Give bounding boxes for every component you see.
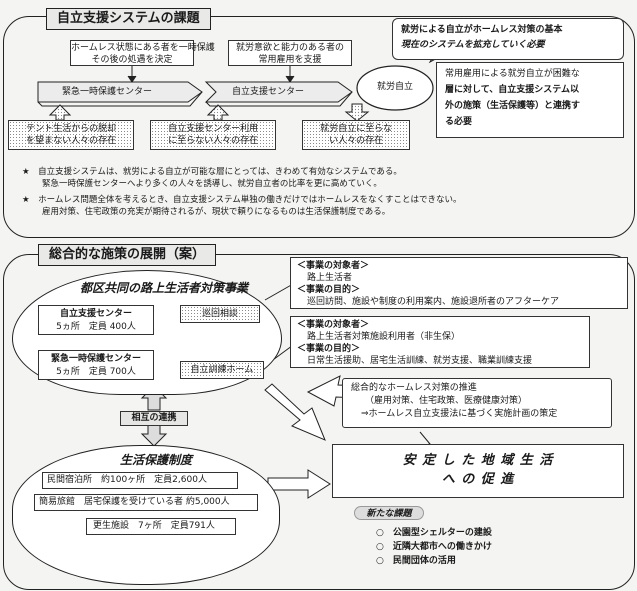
- note-top-2-line1: 就労意欲と能力のある者の: [235, 43, 344, 53]
- up-box-1-line2: を望まない人々の存在: [25, 136, 116, 146]
- bullet-2-line2: 雇用対策、住宅政策の充実が期待されるが、現状で頼りになるものは生活保護制度である…: [42, 207, 391, 217]
- welfare-group: [12, 445, 280, 585]
- section1-panel: [3, 16, 635, 238]
- chain-arrow-2-depth: [205, 91, 353, 107]
- mutual-down-arrow: [140, 423, 168, 447]
- arrow-street-to-stable: [264, 383, 326, 441]
- bullet-1-line1: ★ 自立支援システムは、就労による自立が可能な層にとっては、きわめて有効なシステ…: [22, 167, 402, 177]
- note-top-1-line2: その後の処遇を決定: [91, 55, 173, 65]
- stable-life-line2: へ の 促 進: [441, 472, 515, 487]
- center-1-name: 自立支援センター: [59, 309, 132, 319]
- welfare-item-1: 民間宿泊所 約100ヶ所 定員2,600人: [42, 472, 238, 489]
- chain-label-support: 自立支援センター: [232, 87, 305, 97]
- chain-arrow-1-depth: [37, 91, 203, 107]
- center-2-box: 緊急一時保護センター 5ヵ所 定員 700人: [38, 350, 154, 380]
- new-issues-list: ○ 公園型シェルターの建設 ○ 近隣大都市への働きかけ ○ 民間団体の活用: [376, 526, 492, 568]
- chain-label-emergency: 緊急一時保護センター: [62, 87, 153, 97]
- comprehensive-box: 総合的なホームレス対策の推進 （雇用対策、住宅政策、医療健康対策） ⇒ホームレス…: [342, 378, 612, 428]
- new-issue-item: ○ 公園型シェルターの建設: [376, 528, 492, 538]
- note-top-1-line1: ホームレス状態にある者を一時保護: [71, 43, 215, 53]
- center-1-box: 自立支援センター 5ヵ所 定員 400人: [38, 305, 154, 335]
- street-program-title: 都区共同の路上生活者対策事業: [80, 281, 249, 295]
- welfare-item-2: 簡易旅館 居宅保護を受けている者 約5,000人: [34, 494, 258, 511]
- callout-1-line1: 就労による自立がホームレス対策の基本: [401, 25, 563, 35]
- up-box-1: テント生活からの脱却 を望まない人々の存在: [8, 120, 134, 150]
- target-2-v2: 日常生活援助、居宅生活訓練、就労支援、職業訓練支援: [307, 356, 533, 366]
- target-2-v1: 路上生活者対策施設利用者（非生保）: [307, 332, 461, 342]
- down-box-1-line1: 就労自立に至らな: [319, 124, 392, 134]
- note-top-1: ホームレス状態にある者を一時保護 その後の処遇を決定: [70, 40, 215, 66]
- bullet-1-line2: 緊急一時保護センターへより多くの人々を誘導し、就労自立者の比率を更に高めていく。: [42, 179, 382, 189]
- new-issues-title: 新たな課題: [354, 506, 424, 520]
- target-1-h1: ＜事業の対象者＞: [297, 261, 370, 271]
- new-issue-item: ○ 近隣大都市への働きかけ: [376, 542, 492, 552]
- callout-2-line2: 層に対して、自立支援システム以: [445, 85, 580, 95]
- bullet-2-line1: ★ ホームレス問題全体を考えるとき、自立支援システム単独の働きだけではホームレス…: [22, 195, 462, 205]
- section2-panel: [3, 254, 635, 590]
- callout-2: 常用雇用による就労自立が困難な 層に対して、自立支援システム以 外の施策（生活保…: [436, 62, 624, 138]
- target-1-h2: ＜事業の目的＞: [297, 285, 361, 295]
- down-box-1: 就労自立に至らな い人々の存在: [302, 120, 410, 150]
- target-2-h2: ＜事業の目的＞: [297, 344, 361, 354]
- comprehensive-line2: （雇用対策、住宅政策、医療健康対策）: [365, 396, 528, 406]
- center-2-info: 5ヵ所 定員 700人: [56, 367, 136, 377]
- bullet-1: ★ 自立支援システムは、就労による自立が可能な層にとっては、きわめて有効なシステ…: [22, 166, 402, 190]
- welfare-title: 生活保護制度: [120, 453, 193, 467]
- up-box-1-line1: テント生活からの脱却: [25, 124, 116, 134]
- up-box-2-line1: 自立支援センター利用: [167, 124, 258, 134]
- callout-2-line4: る必要: [445, 117, 473, 127]
- center-1-info: 5ヵ所 定員 400人: [56, 322, 136, 332]
- down-arrow-1: [344, 103, 370, 122]
- comprehensive-line3: ⇒ホームレス自立支援法に基づく実施計画の策定: [361, 409, 558, 419]
- up-box-2: 自立支援センター利用 に至らない人々の存在: [150, 120, 276, 150]
- training-home-box: 自立訓練ホーム: [180, 361, 264, 379]
- mutual-cooperation-label: 相互の連携: [120, 411, 188, 426]
- chain-arrow-2-shape: [204, 81, 353, 103]
- target-2-box: ＜事業の対象者＞ 路上生活者対策施設利用者（非生保） ＜事業の目的＞ 日常生活援…: [290, 316, 590, 368]
- goal-label: 就労自立: [376, 82, 413, 92]
- down-box-1-line2: い人々の存在: [328, 136, 383, 146]
- comprehensive-line1: 総合的なホームレス対策の推進: [351, 383, 477, 393]
- outreach-box: 巡回相談: [180, 305, 260, 323]
- bullet-2: ★ ホームレス問題全体を考えるとき、自立支援システム単独の働きだけではホームレス…: [22, 194, 462, 218]
- target-1-v2: 巡回訪問、施設や制度の利用案内、施設退所者のアフターケア: [307, 297, 560, 307]
- note-top-2-line2: 常用雇用を支援: [258, 55, 322, 65]
- welfare-item-3: 更生施設 7ヶ所 定員791人: [86, 518, 236, 535]
- arrow-welfare-to-stable: [267, 469, 331, 499]
- up-arrow-2: [206, 104, 230, 121]
- stable-life-box: 安 定 し た 地 域 生 活 へ の 促 進: [332, 444, 624, 498]
- up-arrow-1: [48, 104, 72, 121]
- new-issue-item: ○ 民間団体の活用: [376, 556, 456, 566]
- goal-ellipse: [356, 65, 434, 111]
- chain-arrow-1-shape: [37, 81, 203, 103]
- stable-life-line1: 安 定 し た 地 域 生 活: [402, 453, 554, 468]
- target-1-v1: 路上生活者: [307, 273, 353, 283]
- callout-2-line3: 外の施策（生活保護等）と連携す: [445, 101, 581, 111]
- up-box-2-line2: に至らない人々の存在: [167, 136, 258, 146]
- section2-title: 総合的な施策の展開（案）: [38, 244, 217, 266]
- callout-1: 就労による自立がホームレス対策の基本 現在のシステムを拡充していく必要: [392, 18, 624, 60]
- section1-title: 自立支援システムの課題: [46, 8, 211, 30]
- note-top-2: 就労意欲と能力のある者の 常用雇用を支援: [228, 40, 352, 66]
- target-2-h1: ＜事業の対象者＞: [297, 320, 370, 330]
- target-1-box: ＜事業の対象者＞ 路上生活者 ＜事業の目的＞ 巡回訪問、施設や制度の利用案内、施…: [290, 257, 628, 309]
- callout-1-line2: 現在のシステムを拡充していく必要: [401, 40, 545, 50]
- center-2-name: 緊急一時保護センター: [50, 354, 141, 364]
- callout-2-line1: 常用雇用による就労自立が困難な: [445, 69, 580, 79]
